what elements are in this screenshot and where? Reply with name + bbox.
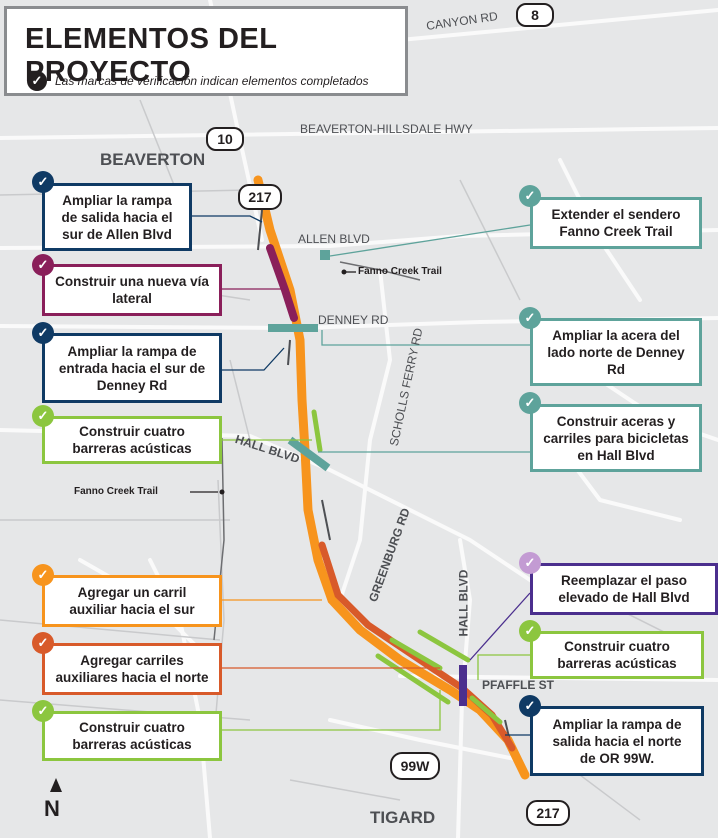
- trail-label-2: Fanno Creek Trail: [74, 486, 158, 497]
- shield-217-top: 217: [238, 184, 282, 210]
- callout-denney-sidewalk: Ampliar la acera del lado norte de Denne…: [530, 318, 702, 386]
- check-icon: ✓: [519, 620, 541, 642]
- north-label: N: [44, 796, 60, 821]
- road-bh-hwy: BEAVERTON-HILLSDALE HWY: [300, 122, 473, 136]
- check-icon: ✓: [519, 392, 541, 414]
- check-icon: ✓: [32, 564, 54, 586]
- callout-allen-ramp: Ampliar la rampa de salida hacia el sur …: [42, 183, 192, 251]
- road-pfaffle: PFAFFLE ST: [482, 678, 554, 692]
- callout-sound-walls-3: Construir cuatro barreras acústicas: [530, 631, 704, 679]
- callout-aux-lane-south: Agregar un carril auxiliar hacia el sur: [42, 575, 222, 627]
- map-title: ELEMENTOS DEL PROYECTO: [25, 23, 277, 88]
- place-tigard: TIGARD: [370, 808, 436, 827]
- lateral-route: [266, 244, 298, 322]
- callout-fanno-trail: Extender el sendero Fanno Creek Trail: [530, 197, 702, 249]
- place-beaverton: BEAVERTON: [100, 150, 206, 169]
- sound-walls: [311, 409, 503, 725]
- shield-99w: 99W: [390, 752, 440, 780]
- road-allen: ALLEN BLVD: [298, 232, 370, 246]
- check-icon: ✓: [32, 700, 54, 722]
- trail-label-1: Fanno Creek Trail: [358, 266, 442, 277]
- legend-text: Las marcas de verificación indican eleme…: [55, 74, 369, 88]
- check-icon: ✓: [32, 171, 54, 193]
- north-arrow-icon: [50, 778, 62, 792]
- callout-aux-lanes-north: Agregar carriles auxiliares hacia el nor…: [42, 643, 222, 695]
- legend: ✓ Las marcas de verificación indican ele…: [27, 71, 369, 91]
- hall-blvd-sidewalks: [287, 436, 331, 472]
- check-icon: ✓: [27, 71, 47, 91]
- fanno-trail-extension-marker: [320, 250, 330, 260]
- check-icon: ✓: [32, 254, 54, 276]
- check-icon: ✓: [32, 632, 54, 654]
- callout-hall-overpass: Reemplazar el paso elevado de Hall Blvd: [530, 563, 718, 615]
- check-icon: ✓: [519, 307, 541, 329]
- callout-99w-ramp: Ampliar la rampa de salida hacia el nort…: [530, 706, 704, 776]
- shield-10: 10: [206, 127, 244, 151]
- road-hall-2: HALL BLVD: [456, 569, 471, 637]
- check-icon: ✓: [519, 552, 541, 574]
- check-icon: ✓: [32, 322, 54, 344]
- shield-8: 8: [516, 3, 554, 27]
- road-denney: DENNEY RD: [318, 313, 389, 327]
- callout-denney-ramp: Ampliar la rampa de entrada hacia el sur…: [42, 333, 222, 403]
- check-icon: ✓: [32, 405, 54, 427]
- check-icon: ✓: [519, 695, 541, 717]
- callout-lateral-route: Construir una nueva vía lateral: [42, 264, 222, 316]
- callout-sound-walls-1: Construir cuatro barreras acústicas: [42, 416, 222, 464]
- check-icon: ✓: [519, 185, 541, 207]
- title-box: ELEMENTOS DEL PROYECTO ✓ Las marcas de v…: [4, 6, 408, 96]
- leader-lines: [190, 215, 531, 736]
- callout-hall-sidewalks: Construir aceras y carriles para bicicle…: [530, 404, 702, 472]
- callout-sound-walls-2: Construir cuatro barreras acústicas: [42, 711, 222, 761]
- shield-217-bottom: 217: [526, 800, 570, 826]
